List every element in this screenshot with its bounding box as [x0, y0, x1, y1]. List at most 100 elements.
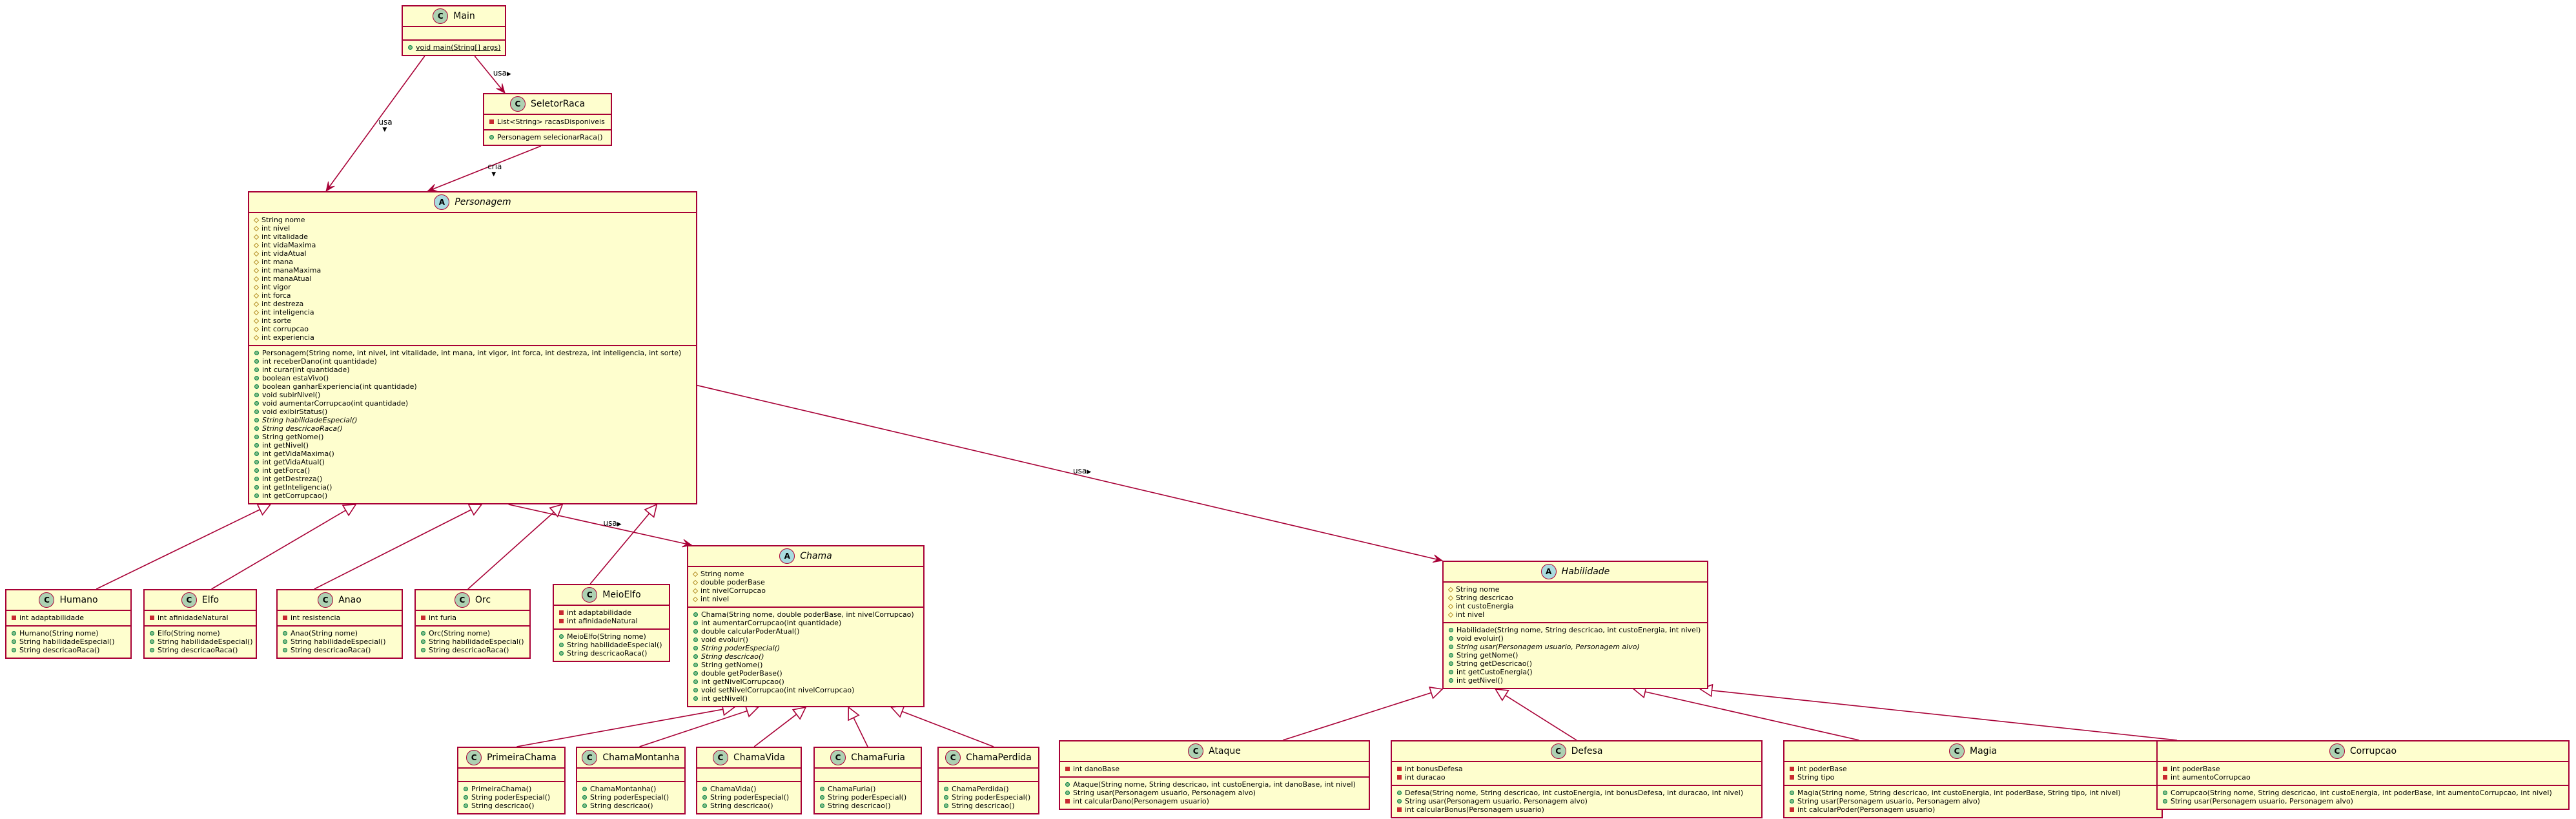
public-visibility-icon [1397, 799, 1402, 803]
method-text: String getNome() [262, 433, 324, 441]
inheritance-edge [314, 509, 472, 590]
public-visibility-icon [693, 621, 698, 625]
public-visibility-icon [820, 803, 824, 808]
field-text: String tipo [1797, 773, 1835, 782]
method-text: int getInteligencia() [262, 483, 332, 492]
field-text: String descricao [1456, 594, 1513, 602]
public-visibility-icon [1449, 661, 1453, 666]
methods-section: ChamaFuria()String poderEspecial()String… [815, 781, 921, 813]
private-visibility-icon [1790, 767, 1794, 771]
inheritance-arrowhead [890, 705, 905, 718]
method-text: boolean estaVivo() [262, 374, 329, 382]
method-text: String descricaoRaca() [158, 646, 238, 654]
method-text: void evoluir() [1457, 634, 1504, 643]
protected-visibility-icon [253, 225, 260, 231]
relation-label-text: usa [378, 117, 393, 127]
class-name: Elfo [201, 595, 220, 605]
methods-section: Elfo(String nome)String habilidadeEspeci… [145, 625, 256, 658]
field: int duracao [1397, 773, 1756, 782]
method-text: String descricaoRaca() [291, 646, 371, 654]
fields-section [815, 769, 921, 781]
method-text: int getNivel() [701, 694, 748, 703]
public-visibility-icon [1449, 678, 1453, 683]
method-text: String usar(Personagem usuario, Personag… [1073, 789, 1256, 797]
method-text: Ataque(String nome, String descricao, in… [1073, 780, 1356, 789]
method-text: Defesa(String nome, String descricao, in… [1405, 789, 1744, 797]
private-visibility-icon [489, 119, 494, 124]
field: int nivel [253, 224, 691, 233]
public-visibility-icon [464, 787, 468, 791]
fields-section: List<String> racasDisponiveis [484, 115, 611, 129]
class-icon: C [1948, 743, 1965, 759]
public-visibility-icon [1790, 791, 1794, 795]
method-text: String usar(Personagem usuario, Personag… [1405, 797, 1588, 805]
methods-section: Ataque(String nome, String descricao, in… [1060, 776, 1369, 809]
class-name: PrimeiraChama [487, 752, 557, 763]
association-edge [427, 145, 542, 192]
method: String descricao() [693, 652, 918, 661]
methods-section: Orc(String nome)String habilidadeEspecia… [416, 625, 529, 658]
method-text: int getVidaMaxima() [262, 450, 334, 458]
method: String usar(Personagem usuario, Personag… [2163, 797, 2563, 805]
method-text: int getForca() [262, 466, 311, 475]
private-visibility-icon [1790, 807, 1794, 812]
public-visibility-icon [254, 485, 259, 490]
method: String getNome() [1449, 651, 1702, 659]
relation-label-text: usa [493, 68, 507, 78]
method: String getDescricao() [1449, 659, 1702, 668]
method: Corrupcao(String nome, String descricao,… [2163, 789, 2563, 797]
inheritance-edge [1282, 692, 1432, 741]
inheritance-arrowhead [1494, 689, 1509, 701]
protected-visibility-icon [253, 318, 260, 324]
class-icon: C [454, 592, 470, 608]
field-text: int poderBase [2171, 765, 2220, 773]
method: Anao(String nome) [283, 629, 396, 638]
method: String habilidadeEspecial() [150, 638, 253, 646]
method: String usar(Personagem usuario, Personag… [1449, 643, 1702, 651]
field-text: int vigor [261, 283, 291, 291]
public-visibility-icon [693, 688, 698, 692]
method-text: Anao(String nome) [291, 629, 358, 638]
inheritance-edge [639, 710, 748, 747]
direction-down-icon: ▼ [382, 126, 387, 133]
methods-section: Humano(String nome)String habilidadeEspe… [6, 625, 130, 658]
method: String descricaoRaca() [559, 649, 664, 658]
public-visibility-icon [283, 639, 287, 644]
method: Orc(String nome) [421, 629, 524, 638]
public-visibility-icon [254, 477, 259, 481]
public-visibility-icon [254, 393, 259, 397]
field-text: int destreza [261, 300, 304, 308]
field-text: int manaMaxima [261, 266, 322, 275]
class-name: MeioElfo [602, 590, 641, 600]
public-visibility-icon [1065, 791, 1070, 795]
inheritance-arrowhead [792, 706, 807, 720]
public-visibility-icon [1449, 636, 1453, 641]
class-name: ChamaPerdida [966, 752, 1032, 763]
public-visibility-icon [150, 631, 154, 636]
method: String getNome() [254, 433, 691, 441]
association-arrowhead [682, 539, 693, 548]
public-visibility-icon [283, 631, 287, 636]
methods-section: Personagem(String nome, int nivel, int v… [249, 345, 696, 503]
method: String descricaoRaca() [283, 646, 396, 654]
method-text: void evoluir() [701, 636, 748, 644]
method-text: String descricaoRaca() [567, 649, 648, 658]
protected-visibility-icon [253, 301, 260, 307]
field-text: int resistencia [291, 614, 341, 622]
protected-visibility-icon [1447, 612, 1454, 617]
protected-visibility-icon [253, 284, 260, 290]
public-visibility-icon [582, 795, 587, 800]
method-text: String descricao() [471, 802, 535, 810]
